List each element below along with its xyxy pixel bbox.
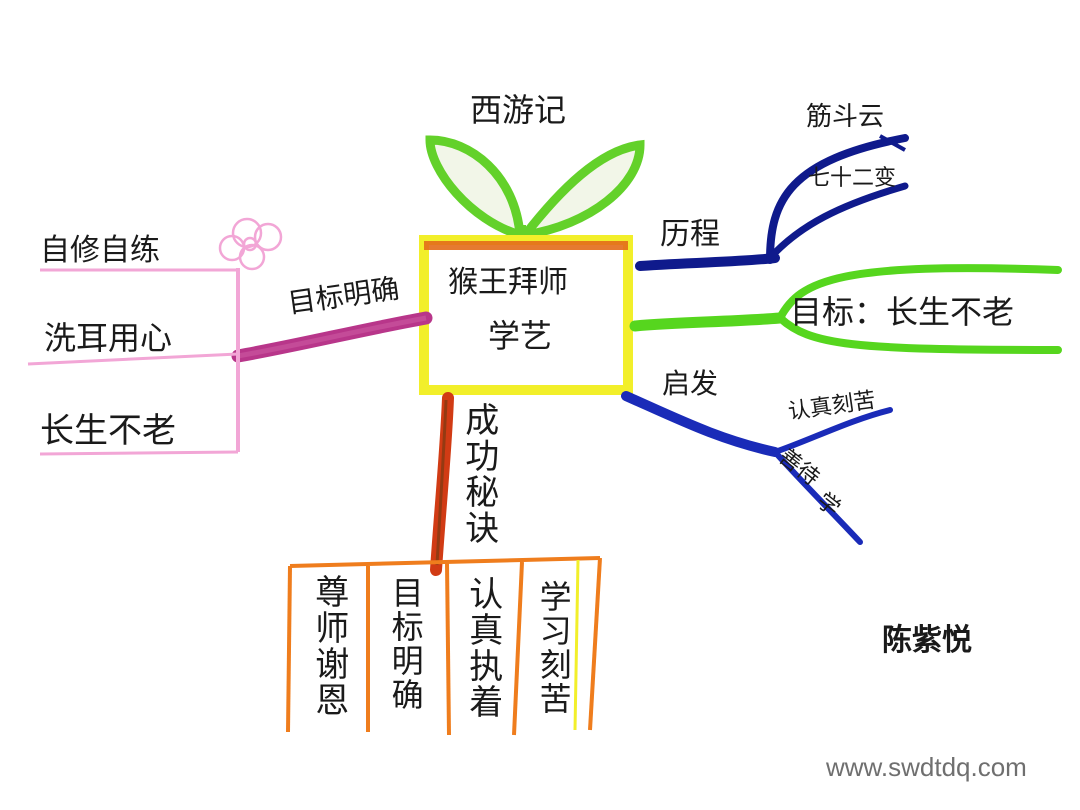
trunk-branch bbox=[430, 392, 454, 576]
right-middle-branch bbox=[629, 264, 1062, 354]
author-signature: 陈紫悦 bbox=[882, 623, 972, 658]
map-title: 西游记 bbox=[470, 91, 567, 129]
center-box bbox=[419, 235, 633, 395]
right-bottom-branch-label: 启发 bbox=[662, 367, 719, 400]
bottom-column-3: 认真执着 bbox=[462, 576, 503, 720]
left-branch bbox=[27, 217, 433, 456]
right-bottom-branch bbox=[621, 391, 893, 545]
left-item-3: 长生不老 bbox=[40, 411, 176, 451]
center-topic-line2: 学艺 bbox=[488, 317, 553, 355]
sprout-leaves bbox=[425, 135, 645, 242]
bottom-table bbox=[286, 556, 602, 736]
bottom-column-4: 学习刻苦 bbox=[534, 580, 573, 716]
right-top-branch-label: 历程 bbox=[660, 217, 720, 252]
bottom-branch-label: 成功秘诀 bbox=[458, 402, 499, 546]
bottom-column-2: 目标明确 bbox=[386, 576, 425, 712]
left-item-1: 自修自练 bbox=[40, 233, 160, 268]
right-top-branch bbox=[635, 134, 909, 271]
right-middle-branch-label: 目标：长生不老 bbox=[790, 293, 1015, 331]
center-topic-line1: 猴王拜师 bbox=[448, 265, 568, 300]
right-top-item-2: 七十二变 bbox=[808, 166, 897, 191]
bottom-column-1: 尊师谢恩 bbox=[308, 574, 349, 718]
right-top-item-1: 筋斗云 bbox=[806, 102, 885, 132]
watermark: www.swdtdq.com bbox=[826, 752, 1027, 782]
left-item-2: 洗耳用心 bbox=[44, 319, 173, 357]
